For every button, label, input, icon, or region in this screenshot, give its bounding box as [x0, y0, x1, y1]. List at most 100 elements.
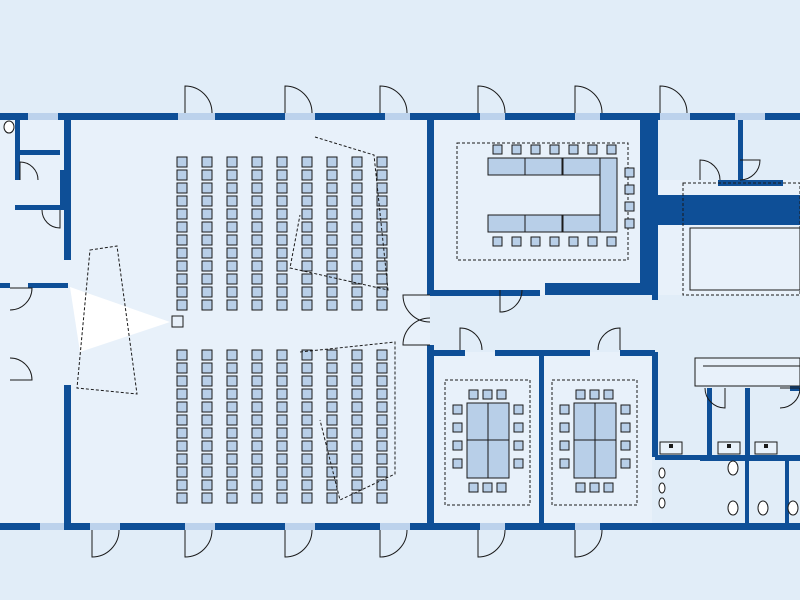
theater-seat [276, 234, 288, 246]
theater-seat [301, 414, 313, 426]
boardroom-chair [530, 236, 541, 247]
theater-seat [251, 375, 263, 387]
theater-seat [351, 388, 363, 400]
wall-segment [427, 120, 434, 295]
wall-segment [120, 523, 185, 530]
meeting-chair [513, 440, 524, 451]
meeting-chair [468, 482, 479, 493]
theater-seat [176, 453, 188, 465]
boardroom-chair [606, 236, 617, 247]
exterior-door-bottom [477, 529, 506, 558]
urinal [658, 482, 666, 494]
meeting-chair [589, 389, 600, 400]
theater-seat [351, 286, 363, 298]
theater-seat [326, 182, 338, 194]
theater-seat [251, 453, 263, 465]
theater-seat [326, 401, 338, 413]
theater-seat [351, 260, 363, 272]
theater-seat [376, 466, 388, 478]
theater-seat [276, 195, 288, 207]
theater-seat [301, 453, 313, 465]
theater-seat [376, 182, 388, 194]
theater-seat [201, 208, 213, 220]
service-bar [655, 195, 800, 225]
exterior-door-bottom [184, 529, 213, 558]
theater-seat [276, 440, 288, 452]
theater-seat [276, 286, 288, 298]
theater-seat [226, 208, 238, 220]
theater-seat [376, 362, 388, 374]
meeting-chair [452, 422, 463, 433]
theater-seat [201, 440, 213, 452]
theater-seat [201, 260, 213, 272]
theater-seat [276, 221, 288, 233]
theater-seat [376, 195, 388, 207]
theater-seat [376, 414, 388, 426]
theater-seating [176, 156, 388, 504]
theater-seat [176, 388, 188, 400]
meeting-chair [575, 482, 586, 493]
left-lobby-floor [0, 120, 68, 530]
theater-seat [276, 247, 288, 259]
meeting-chair [620, 458, 631, 469]
meeting-chair [513, 404, 524, 415]
theater-seat [251, 286, 263, 298]
theater-seat [326, 247, 338, 259]
theater-seat [351, 195, 363, 207]
theater-seat [276, 414, 288, 426]
exterior-door-top [379, 85, 408, 114]
theater-seat [326, 208, 338, 220]
theater-seat [376, 260, 388, 272]
theater-seat [226, 234, 238, 246]
meeting-chair [603, 389, 614, 400]
theater-seat [326, 440, 338, 452]
boardroom-chair [624, 201, 635, 212]
boardroom-table-gap [510, 178, 560, 213]
meeting-chair [575, 389, 586, 400]
wall-segment [620, 350, 655, 356]
theater-seat [226, 401, 238, 413]
theater-seat [251, 273, 263, 285]
boardroom-chair [492, 144, 503, 155]
meeting-chair [513, 458, 524, 469]
theater-seat [176, 156, 188, 168]
theater-seat [351, 247, 363, 259]
wall-segment [600, 113, 660, 120]
theater-seat [201, 401, 213, 413]
theater-seat [301, 388, 313, 400]
theater-seat [276, 182, 288, 194]
theater-seat [376, 349, 388, 361]
meeting-outline [444, 379, 531, 506]
theater-seat [276, 362, 288, 374]
theater-seat [326, 286, 338, 298]
boardroom-chair [624, 184, 635, 195]
theater-seat [326, 299, 338, 311]
theater-seat [351, 221, 363, 233]
wall-segment [0, 113, 28, 120]
wall-segment [505, 113, 575, 120]
theater-seat [251, 362, 263, 374]
wall-segment [215, 523, 285, 530]
theater-seat [326, 453, 338, 465]
theater-seat [251, 414, 263, 426]
theater-seat [351, 427, 363, 439]
theater-seat [201, 299, 213, 311]
windows [0, 113, 800, 530]
theater-seat [201, 479, 213, 491]
meeting-chair [513, 422, 524, 433]
meeting-chair [496, 482, 507, 493]
boardroom-furniture [456, 142, 635, 261]
wall-segment [64, 120, 71, 260]
service-room-outline [682, 182, 800, 296]
theater-seat [301, 401, 313, 413]
theater-seat [301, 286, 313, 298]
theater-seat [276, 273, 288, 285]
exterior-door-bottom [284, 529, 313, 558]
wall-segment [0, 283, 10, 288]
theater-seat [351, 362, 363, 374]
theater-seat [176, 195, 188, 207]
theater-seat [176, 273, 188, 285]
theater-seat [376, 492, 388, 504]
theater-seat [376, 401, 388, 413]
theater-seat [201, 286, 213, 298]
